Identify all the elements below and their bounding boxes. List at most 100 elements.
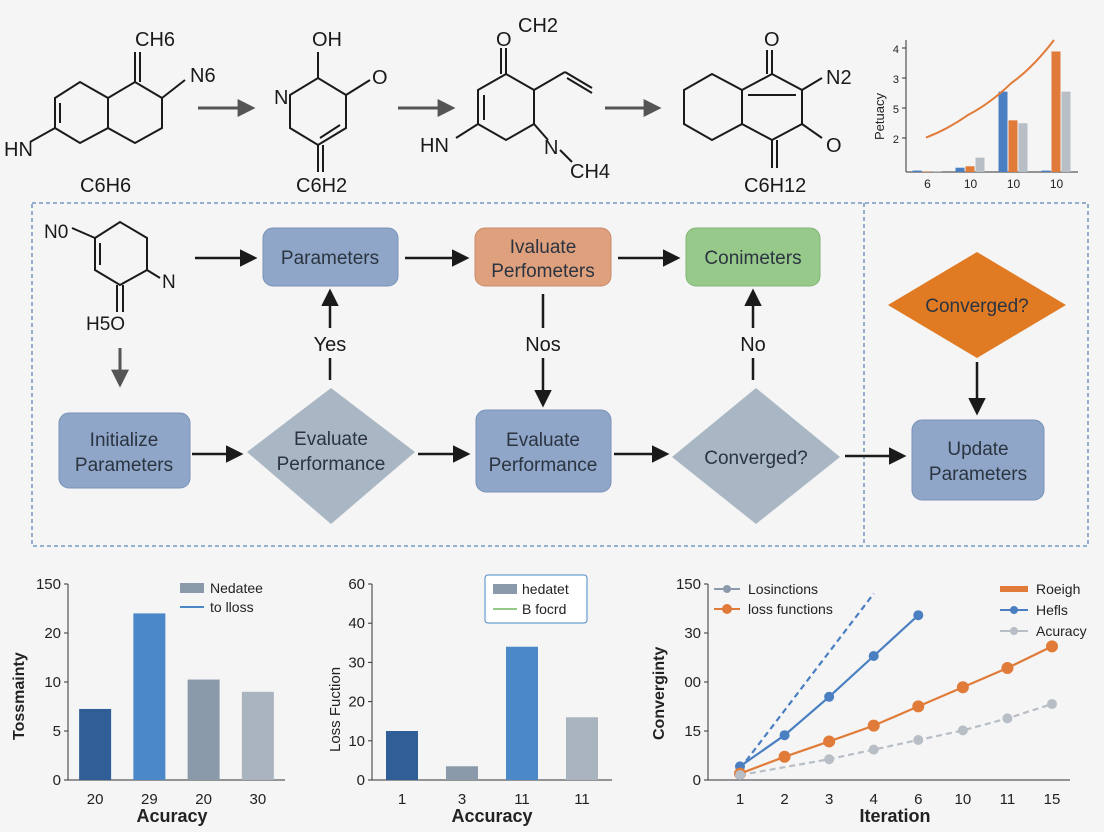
mol2-formula: C6H2 <box>296 175 347 197</box>
parameters-box[interactable] <box>262 227 399 287</box>
conimeters-box[interactable] <box>685 227 821 287</box>
chart2-ytick-label: 20 <box>348 694 365 711</box>
mini-chart-bar <box>965 166 975 172</box>
chart3-point <box>868 651 879 661</box>
evaluate-performance-box[interactable] <box>475 409 612 493</box>
yes-label-bg <box>300 328 360 358</box>
chart2-ytick-label: 0 <box>357 772 365 789</box>
mini-chart-bar <box>912 170 922 172</box>
mini-chart-bar <box>1041 170 1051 172</box>
chart3-xtick-label: 4 <box>870 791 878 808</box>
mini-chart-xtick-label: 10 <box>964 177 978 191</box>
chart3-point <box>779 730 790 741</box>
chart3-legend-right-1: Roeigh <box>1036 581 1080 597</box>
eval2-label-2: Performance <box>489 455 598 476</box>
eval2-label-1: Evaluate <box>506 430 580 451</box>
chart2-xtick-label: 11 <box>574 791 590 808</box>
mini-chart-bar <box>1061 91 1071 172</box>
eval1-label-2: Performance <box>277 454 386 475</box>
eval1-label-1: Evaluate <box>294 429 368 450</box>
mini-chart-ytick-label: 3 <box>893 74 899 86</box>
mol5-left: N0 <box>44 222 68 243</box>
evaluate-performance-diamond[interactable] <box>247 388 415 524</box>
update-parameters-box[interactable] <box>911 419 1045 501</box>
chart1-ytick-label: 20 <box>44 625 61 642</box>
chart1-xtick-label: 20 <box>195 791 212 808</box>
chart2-bar <box>386 731 418 780</box>
chart3-ytick-label: 0 <box>693 772 701 789</box>
chart1-ytick-label: 0 <box>53 772 61 789</box>
chart3-point <box>824 754 835 765</box>
chart3-series-line <box>739 592 875 770</box>
chart3-series-line <box>739 645 1053 775</box>
mol1-formula: C6H6 <box>80 175 131 197</box>
chart3-xtick-label: 2 <box>780 791 788 808</box>
chart1-bar <box>133 613 166 780</box>
mini-chart-xtick-label: 10 <box>1007 177 1021 191</box>
chart1-legend-2: to lloss <box>210 599 254 615</box>
update-label-1: Update <box>947 439 1008 460</box>
chart3-ytick-label: 15 <box>684 723 701 740</box>
mini-chart-bar <box>1018 123 1028 172</box>
chart2-xtick-label: 1 <box>398 791 406 808</box>
chart3-point <box>735 770 745 781</box>
chart3-legend-right-marker-2 <box>1010 606 1018 614</box>
chart3-xtick-label: 10 <box>955 791 972 808</box>
mol4-right2: O <box>826 135 842 157</box>
evaluate-perfometers-box[interactable] <box>474 227 612 287</box>
mini-chart-bar <box>922 171 932 172</box>
mini-chart-line <box>925 39 1055 139</box>
mini-chart-ylabel: Petuacy <box>872 93 887 140</box>
chart3-point <box>823 735 836 748</box>
chart2-bar <box>506 646 538 780</box>
chart3-xtick-label: 1 <box>736 791 744 808</box>
chart3-legend-right-marker-3 <box>1010 627 1018 635</box>
chart1-xlabel: Acuracy <box>136 806 207 826</box>
chart1-ytick-label: 150 <box>36 576 61 593</box>
chart3-xlabel: Iteration <box>859 806 930 826</box>
mol2-top: OH <box>312 29 342 51</box>
mini-chart-bars <box>912 51 1071 173</box>
initialize-parameters-box[interactable] <box>58 412 191 489</box>
chart3-point <box>913 735 924 745</box>
chart2-ytick-label: 60 <box>348 576 365 593</box>
chart3-ytick-label: 150 <box>676 576 701 593</box>
converged-top-diamond[interactable] <box>888 252 1066 358</box>
chart2-bars <box>386 646 598 780</box>
evaluate-perfometers-label-1: Ivaluate <box>510 237 577 258</box>
chart3-point <box>868 744 879 755</box>
update-label-2: Parameters <box>929 464 1027 485</box>
converged-mid-diamond[interactable] <box>672 388 840 524</box>
mini-chart-bar <box>1051 51 1061 173</box>
chart2-legend-1: hedatet <box>522 581 569 597</box>
mini-chart-ytick-label: 4 <box>893 44 899 56</box>
chart3-legend-right-2: Hefls <box>1036 602 1068 618</box>
mini-chart-bar <box>975 157 985 172</box>
mini-chart-xtick-label: 6 <box>924 177 931 191</box>
mol3-right-sub: CH4 <box>570 161 610 183</box>
chart2-ytick-label: 10 <box>348 733 365 750</box>
yes-label: Yes <box>314 334 347 356</box>
chart2-xtick-label: 11 <box>514 791 530 808</box>
mol3-right: N <box>544 137 558 159</box>
chart3-ylabel: Converginty <box>651 647 668 740</box>
mini-chart-ytick-label: 5 <box>893 104 899 116</box>
chart3-point <box>1002 713 1013 724</box>
chart2-legend-2: B focrd <box>522 601 566 617</box>
chart3-point <box>957 725 968 736</box>
mini-chart-bar <box>998 91 1008 172</box>
chart1-bar <box>187 679 220 780</box>
chart2-xlabel: Accuracy <box>451 806 532 826</box>
chart3-xtick-label: 6 <box>914 791 922 808</box>
chart3-series <box>734 592 1058 781</box>
chart3-point <box>867 719 880 732</box>
chart3-point <box>912 700 925 713</box>
